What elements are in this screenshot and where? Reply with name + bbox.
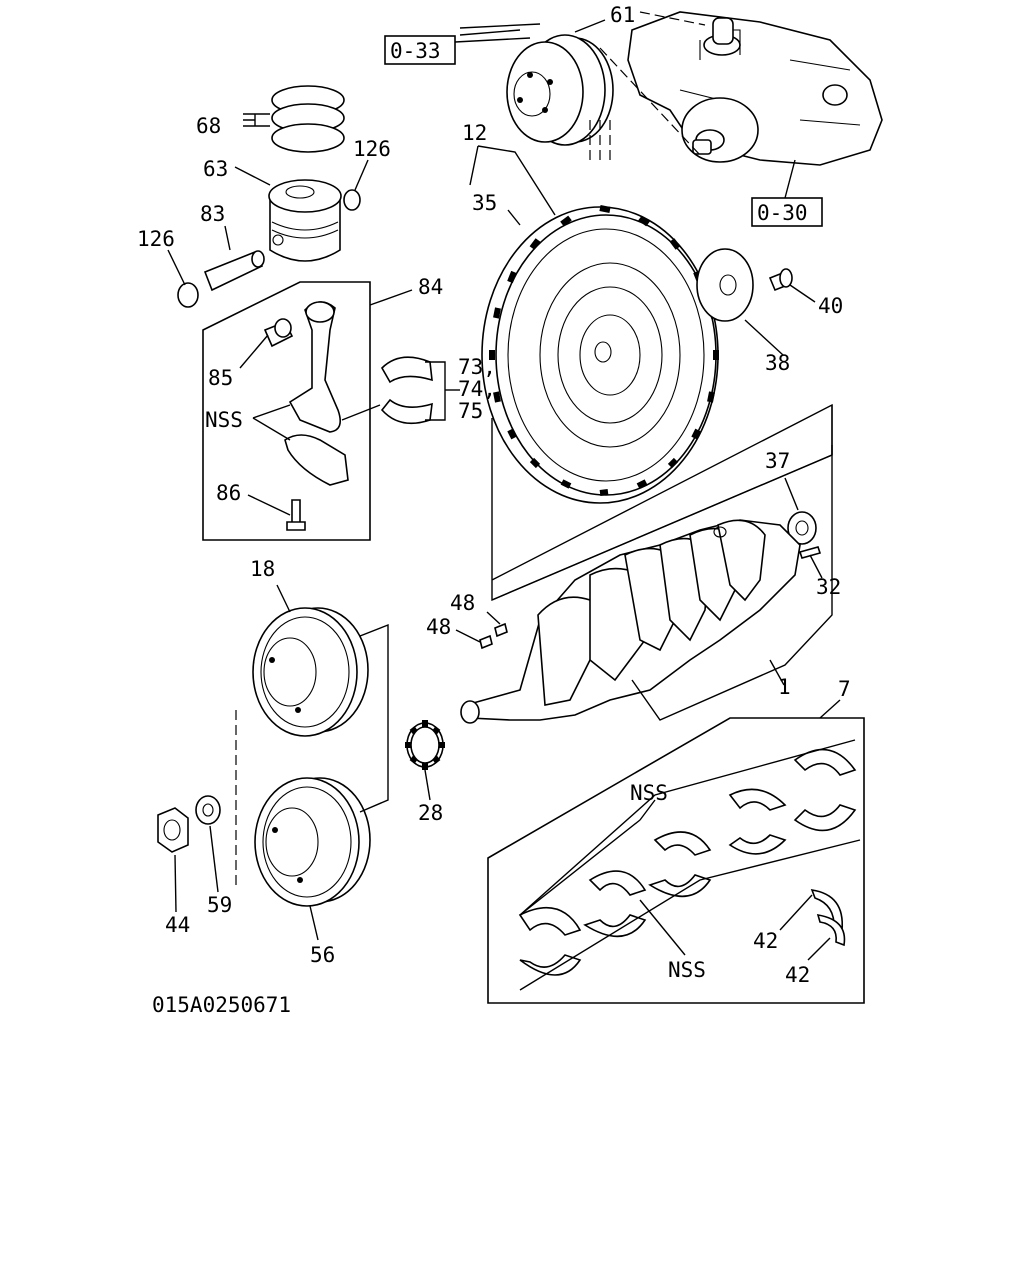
callout-labels: 61 68 63 126 83 126 84 85 NSS 86 12 35 7…	[137, 3, 851, 1017]
main-bearings	[518, 739, 861, 991]
callout-126-lower: 126	[137, 227, 175, 251]
ref-0-30: 0-30	[757, 201, 808, 225]
diagram-id: 015A0250671	[152, 993, 291, 1017]
key-48-lower	[479, 634, 493, 650]
key-48-upper	[494, 622, 508, 638]
nss-label-bearings-lower: NSS	[668, 958, 706, 982]
callout-7: 7	[838, 677, 851, 701]
callout-75: 75	[458, 399, 483, 423]
callout-73: 73,	[458, 355, 496, 379]
callout-83: 83	[200, 202, 225, 226]
crank-gear	[405, 720, 445, 770]
ref-0-33: 0-33	[390, 39, 441, 63]
connecting-rod	[263, 301, 349, 531]
callout-48-lower: 48	[426, 615, 451, 639]
callout-74: 74,	[458, 377, 496, 401]
callout-18: 18	[250, 557, 275, 581]
callout-56: 56	[310, 943, 335, 967]
ref-box-0-30[interactable]	[751, 197, 823, 227]
callout-48-upper: 48	[450, 591, 475, 615]
nss-label-conrod: NSS	[205, 408, 243, 432]
callout-61: 61	[610, 3, 635, 27]
callout-86: 86	[216, 481, 241, 505]
callout-1: 1	[778, 675, 791, 699]
callout-84: 84	[418, 275, 443, 299]
dowel-pin	[798, 546, 822, 559]
callout-68: 68	[196, 114, 221, 138]
thrust-washer-lower	[816, 914, 846, 947]
pilot-bearing	[787, 511, 817, 545]
callout-12: 12	[462, 121, 487, 145]
callout-85: 85	[208, 366, 233, 390]
callout-126-upper: 126	[353, 137, 391, 161]
ref-box-0-33[interactable]	[384, 35, 456, 65]
conrod-bearings	[380, 356, 446, 425]
crank-pulley-18	[252, 607, 369, 737]
callout-35: 35	[472, 191, 497, 215]
pulley-nut	[157, 807, 189, 853]
callout-42-lower: 42	[785, 963, 810, 987]
callout-63: 63	[203, 157, 228, 181]
callout-59: 59	[207, 893, 232, 917]
callout-40: 40	[818, 294, 843, 318]
crankshaft	[460, 519, 801, 724]
water-pump-assembly	[454, 11, 883, 166]
callout-42-upper: 42	[753, 929, 778, 953]
crank-pulley-56	[254, 777, 371, 907]
callout-28: 28	[418, 801, 443, 825]
callout-38: 38	[765, 351, 790, 375]
leader-lines	[167, 19, 841, 961]
callout-44: 44	[165, 913, 190, 937]
callout-32: 32	[816, 575, 841, 599]
pulley-washer	[195, 795, 221, 825]
flywheel-plate	[696, 248, 754, 322]
nss-label-bearings-upper: NSS	[630, 781, 668, 805]
piston-assembly	[177, 85, 361, 308]
conrod-group-box	[202, 281, 371, 541]
main-bearing-box	[487, 717, 865, 1004]
flywheel	[481, 205, 719, 504]
callout-37: 37	[765, 449, 790, 473]
